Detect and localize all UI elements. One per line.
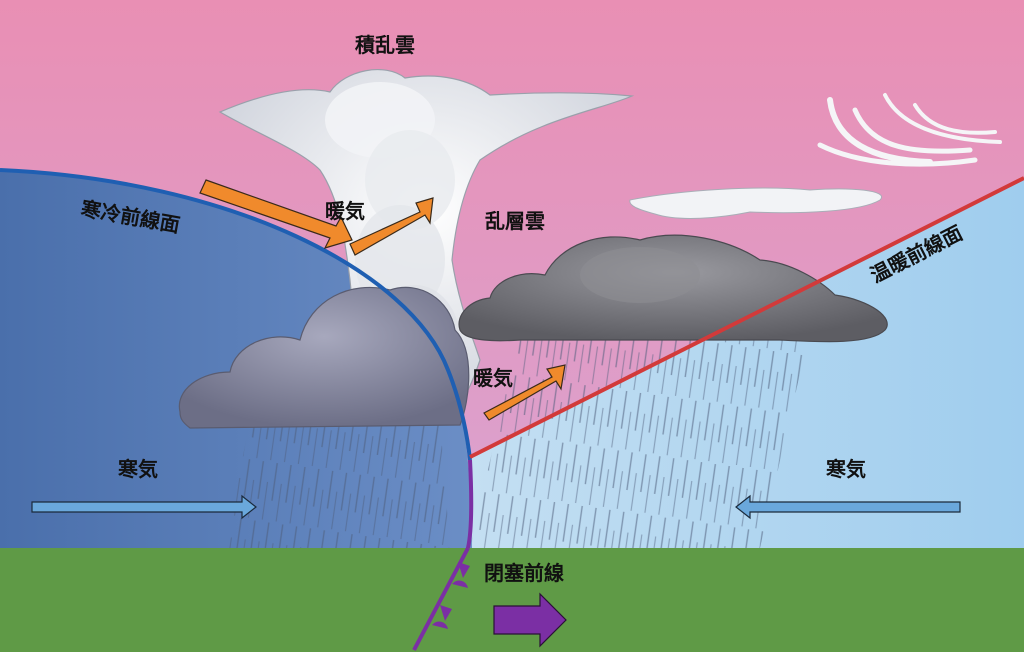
nimbostratus-cloud: [458, 234, 888, 343]
warm-air-arrow-lower: [483, 364, 566, 421]
warm-air-arrow-upper-right: [349, 197, 434, 256]
occluded-front-motion-arrow: [493, 592, 567, 648]
warm-air-arrow-upper-left: [199, 179, 353, 249]
cold-front-surface-line: [0, 168, 472, 461]
occluded-front-symbols: [432, 562, 470, 629]
cold-air-arrow-right: [735, 494, 961, 520]
label-cold-air-right: 寒気: [826, 457, 866, 481]
label-warm-air-lower: 暖気: [473, 366, 513, 390]
label-warm-air-upper: 暖気: [325, 199, 365, 223]
occluded-front-vertical-line: [466, 459, 474, 549]
label-nimbostratus: 乱層雲: [485, 209, 545, 233]
cirrus-clouds: [817, 93, 1002, 167]
nimbostratus-rain: [470, 330, 810, 548]
label-cumulonimbus: 積乱雲: [355, 33, 415, 57]
cold-air-arrow-left: [31, 494, 257, 520]
ground: [0, 548, 1024, 652]
stratus-cloud: [629, 187, 883, 219]
label-occluded-front: 閉塞前線: [484, 561, 564, 585]
cumulonimbus-base-cloud: [178, 286, 470, 429]
cumulonimbus-rain: [225, 420, 450, 548]
label-cold-air-left: 寒気: [118, 457, 158, 481]
warm-front-surface-line: [469, 176, 1024, 459]
